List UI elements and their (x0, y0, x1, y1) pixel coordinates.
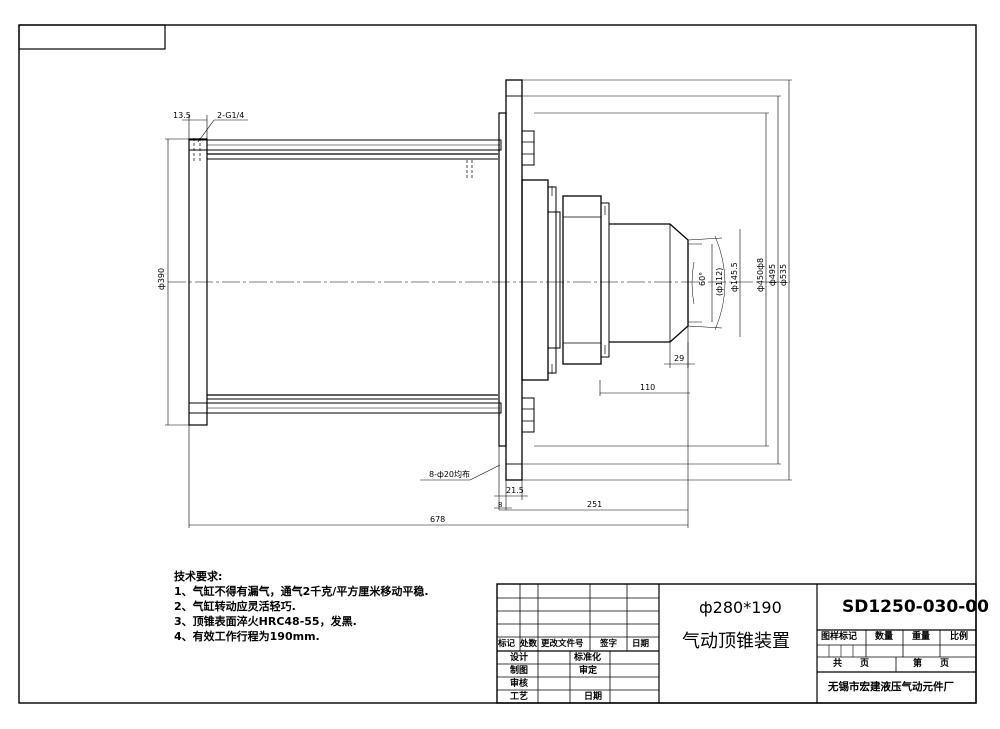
bolt-head-bottom (521, 397, 535, 433)
label-weight: 重量 (912, 632, 931, 642)
dim-145-5: ф145.5 (730, 262, 739, 292)
drawing-code: SD1250-030-00 (842, 597, 989, 617)
bolt-head-top (521, 130, 535, 166)
end-plate (188, 138, 208, 426)
label-total-pages: 共 页 (833, 659, 870, 669)
spec-text: ф280*190 (699, 598, 782, 617)
tie-rod-top (188, 139, 502, 151)
label-date2: 日期 (584, 692, 603, 702)
bearing-housing (521, 179, 549, 381)
label-pattern: 图样标记 (821, 632, 858, 642)
label-craft: 工艺 (510, 692, 529, 702)
corner-box (18, 24, 166, 50)
dim-112: (ф112) (715, 268, 724, 296)
label-page: 第 页 (913, 659, 950, 669)
dim-21-5: 21.5 (506, 486, 524, 495)
label-qty: 数量 (875, 632, 894, 642)
dim-13-5: 13.5 (173, 111, 191, 120)
title-block (496, 583, 977, 704)
tie-rod-bottom (188, 402, 502, 414)
dim-angle: 60° (698, 272, 707, 286)
dim-390: ф390 (157, 268, 166, 290)
note-item: 1、气缸不得有漏气，通气2千克/平方厘米移动平稳. (174, 585, 429, 598)
label-draw: 制图 (510, 666, 529, 676)
dim-450: ф450ф8 (756, 258, 765, 292)
dim-port: 2-G1/4 (217, 111, 244, 120)
dimension-lines (165, 79, 792, 528)
label-mark: 标记 (498, 639, 516, 649)
dim-678: 678 (430, 515, 445, 524)
assembly-drawing (168, 79, 790, 481)
label-review: 审定 (579, 666, 598, 676)
rotating-hub (562, 195, 602, 365)
label-sign: 签字 (600, 639, 618, 649)
note-item: 2、气缸转动应灵活轻巧. (174, 600, 296, 613)
main-flange (505, 79, 523, 481)
dim-110: 110 (640, 383, 655, 392)
dim-495: ф495 (768, 264, 777, 286)
product-name: 气动顶锥装置 (682, 631, 790, 652)
label-count: 处数 (520, 639, 538, 649)
dim-535: ф535 (779, 264, 788, 286)
dim-8: 8 (498, 501, 502, 509)
label-design: 设计 (510, 653, 529, 663)
dim-29: 29 (674, 354, 684, 363)
technical-requirements: 技术要求: 1、气缸不得有漏气，通气2千克/平方厘米移动平稳. 2、气缸转动应灵… (174, 569, 429, 644)
dim-251: 251 (587, 500, 602, 509)
cone-shaft (609, 223, 689, 343)
label-date: 日期 (632, 639, 650, 649)
label-check: 审核 (510, 679, 529, 689)
notes-title: 技术要求: (174, 570, 223, 583)
dim-holes: 8-ф20均布 (429, 469, 470, 479)
note-item: 3、顶锥表面淬火HRC48-55，发黑. (174, 615, 357, 628)
label-scale: 比例 (950, 632, 969, 642)
label-standard: 标准化 (574, 653, 602, 663)
label-doc: 更改文件号 (541, 639, 584, 649)
note-item: 4、有效工作行程为190mm. (174, 630, 320, 643)
flange-plate (498, 112, 507, 447)
company-name: 无锡市宏建液压气动元件厂 (828, 681, 954, 693)
